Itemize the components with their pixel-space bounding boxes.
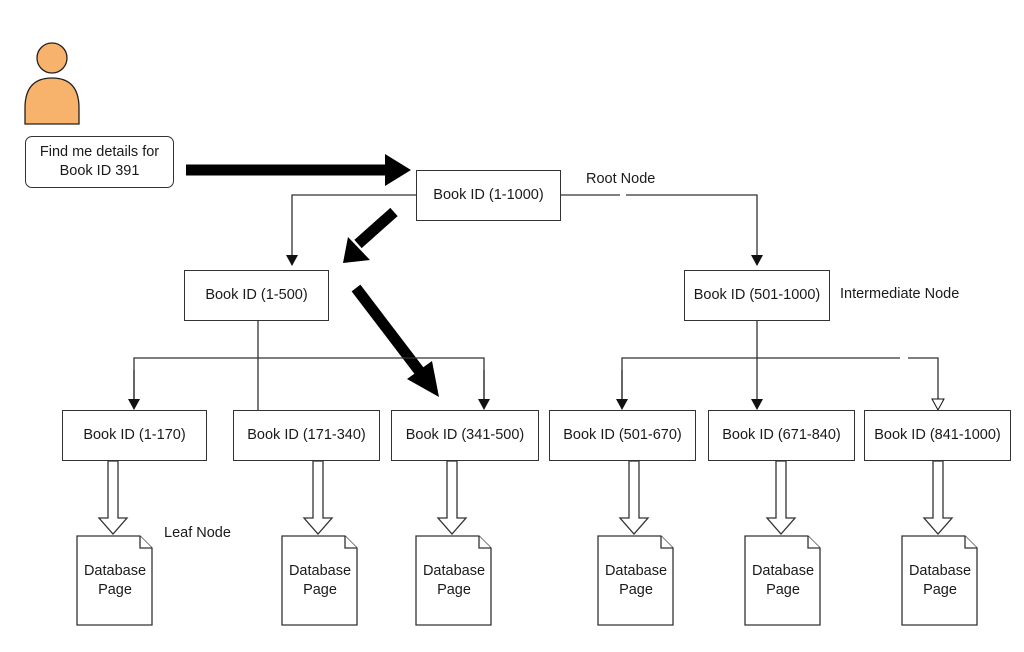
database-page-icon: [901, 535, 978, 626]
database-page-icon: [76, 535, 153, 626]
database-page-icon: [744, 535, 821, 626]
root-node-label: Root Node: [586, 171, 656, 187]
page-arrow-6: [922, 460, 954, 535]
leaf-node: Book ID (841-1000): [864, 410, 1011, 461]
leaf-node-label: Leaf Node: [164, 525, 231, 541]
tree-edges: [128, 194, 945, 412]
database-page-label: Database Page: [751, 563, 815, 598]
leaf-node: Book ID (501-670): [549, 410, 696, 461]
database-page-label: Database Page: [83, 563, 147, 598]
intermediate-node-label: Intermediate Node: [840, 286, 960, 302]
page-arrow-2: [302, 460, 334, 535]
edge-root-to-right: [561, 194, 757, 265]
query-arrow-to-root: [186, 154, 411, 186]
database-page-label: Database Page: [288, 563, 352, 598]
query-arrow-to-left-intermediate: [343, 207, 398, 263]
edge-root-to-left: [286, 194, 416, 266]
leaf-to-page-arrows: [97, 460, 954, 535]
database-page-icon: [415, 535, 492, 626]
page-arrow-5: [765, 460, 797, 535]
query-arrow-to-leaf-341-500: [351, 284, 439, 397]
database-page-icon: [597, 535, 674, 626]
person-icon: [24, 42, 80, 125]
leaf-node: Book ID (1-170): [62, 410, 207, 461]
page-arrow-3: [436, 460, 468, 535]
database-page-label: Database Page: [422, 563, 486, 598]
root-node: Book ID (1-1000): [416, 170, 561, 221]
database-pages: [76, 535, 978, 626]
database-page-label: Database Page: [604, 563, 668, 598]
leaf-node: Book ID (171-340): [233, 410, 380, 461]
right-intermediate-node: Book ID (501-1000): [684, 270, 830, 321]
leaf-node: Book ID (341-500): [391, 410, 539, 461]
database-page-label: Database Page: [908, 563, 972, 598]
database-page-icon: [281, 535, 358, 626]
leaf-node: Book ID (671-840): [708, 410, 855, 461]
edge-right-branch-line: [621, 357, 939, 407]
query-box: Find me details for Book ID 391: [25, 136, 174, 188]
left-intermediate-node: Book ID (1-500): [184, 270, 329, 321]
page-arrow-4: [618, 460, 650, 535]
page-arrow-1: [97, 460, 129, 535]
